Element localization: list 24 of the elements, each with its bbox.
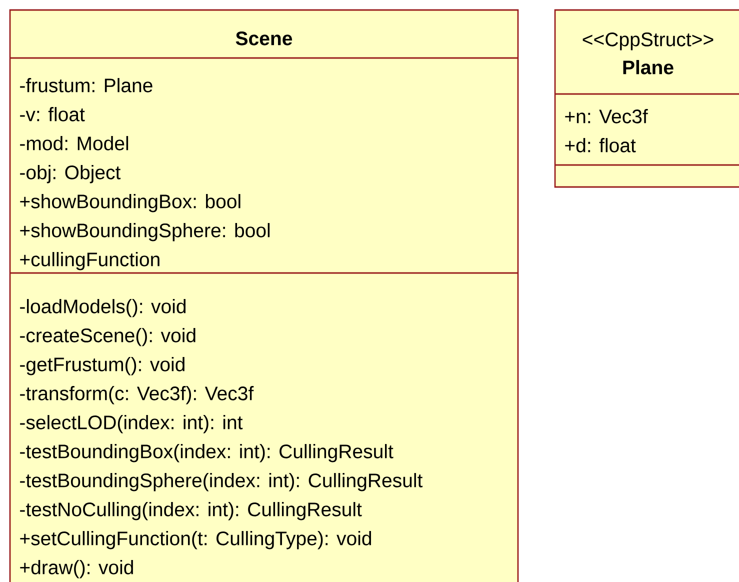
- stereotype-label: <<CppStruct>>: [582, 32, 714, 50]
- attribute-text: -mod: Model: [20, 136, 128, 150]
- attribute-text: +showBoundingBox: bool: [20, 194, 240, 212]
- class-name: Plane: [623, 60, 674, 74]
- method-text: +setCullingFunction(t: CullingType): void: [20, 531, 372, 550]
- method-text: -testNoCulling(index: int): CullingResult: [20, 502, 362, 520]
- class-box: [554, 9, 739, 188]
- attribute-text: -obj: Object: [20, 165, 121, 184]
- attribute-text: +n: Vec3f: [565, 109, 648, 124]
- method-text: -createScene(): void: [20, 328, 196, 346]
- class-box: [9, 9, 519, 582]
- method-text: -testBoundingSphere(index: int): CullingResult: [20, 473, 423, 492]
- attribute-text: -frustum: Plane: [20, 78, 152, 92]
- method-text: -transform(c: Vec3f): Vec3f: [20, 386, 254, 404]
- attribute-text: +cullingFunction: [20, 252, 160, 270]
- method-text: +draw(): void: [20, 560, 133, 578]
- method-text: -testBoundingBox(index: int): CullingResult: [20, 444, 394, 462]
- attribute-text: +d: float: [565, 138, 636, 152]
- attribute-text: +showBoundingSphere: bool: [20, 223, 270, 242]
- class-name: Scene: [236, 32, 292, 46]
- attribute-text: -v: float: [20, 107, 85, 122]
- method-text: -loadModels(): void: [20, 299, 186, 318]
- method-text: -getFrustum(): void: [20, 357, 184, 376]
- method-text: -selectLOD(index: int): int: [20, 415, 243, 434]
